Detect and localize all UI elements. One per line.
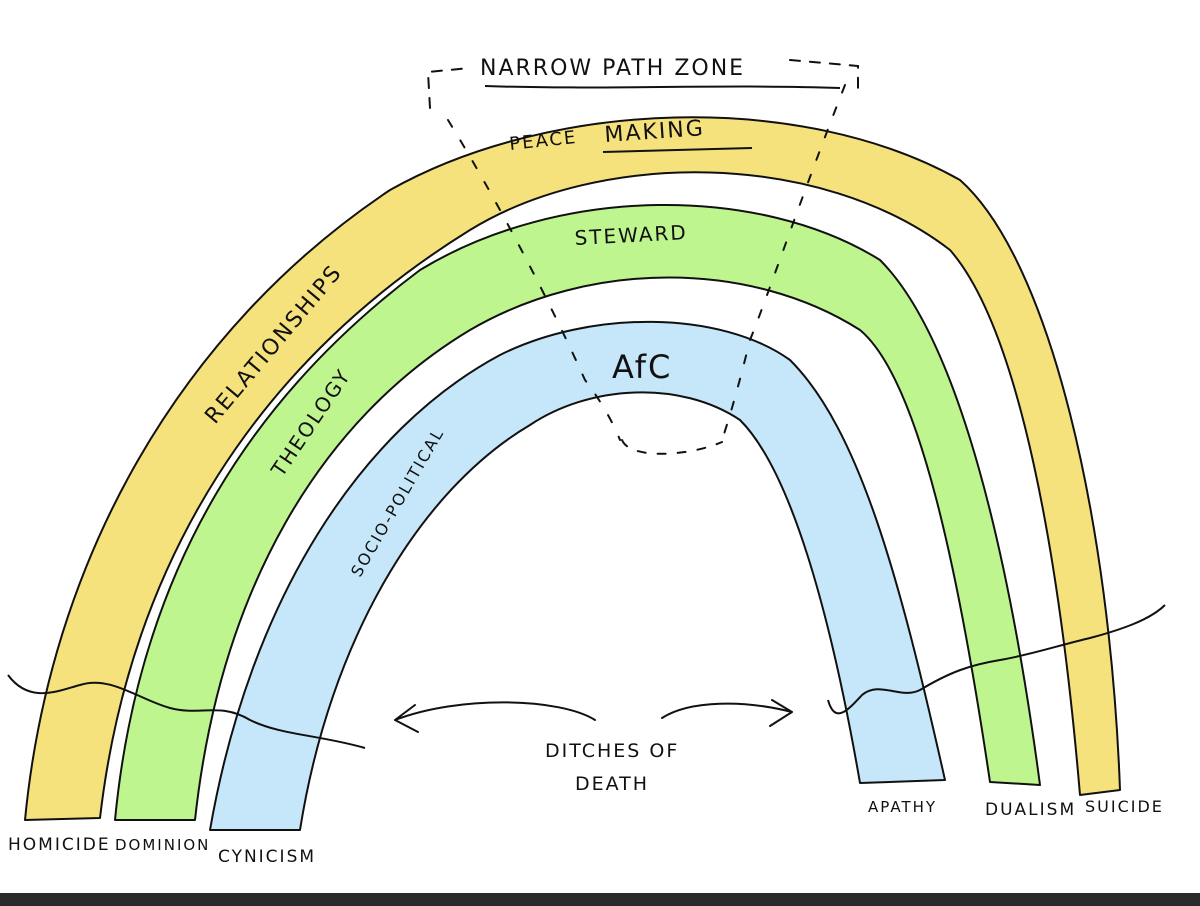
dominion-label: DOMINION: [115, 836, 210, 854]
suicide-label: SUICIDE: [1085, 797, 1164, 816]
inner-band: [209, 320, 946, 831]
dualism-label: DUALISM: [985, 800, 1076, 820]
making-underline: [602, 147, 753, 153]
title-underline: [484, 85, 841, 89]
right-arrow: [661, 699, 793, 727]
cynicism-label: CYNICISM: [218, 847, 316, 867]
outer-band: [24, 116, 1121, 821]
steward-label: STEWARD: [574, 220, 688, 250]
right-wave-line: [827, 604, 1166, 715]
left-arrow: [394, 701, 596, 733]
narrow-path-bracket: [426, 59, 859, 109]
narrow-path-left-boundary: [447, 119, 621, 441]
bottom-bar: [0, 893, 1200, 906]
left-wave-line: [7, 674, 366, 749]
narrow-path-zone-title: NARROW PATH ZONE: [480, 56, 745, 81]
narrow-path-bottom: [621, 439, 723, 455]
homicide-label: HOMICIDE: [8, 835, 111, 855]
apathy-label: APATHY: [868, 798, 937, 816]
ditches-label-line2: DEATH: [575, 773, 649, 795]
middle-band: [114, 203, 1041, 821]
narrow-path-right-boundary: [721, 84, 846, 441]
afc-label: AfC: [612, 348, 672, 386]
ditches-label-line1: DITCHES OF: [545, 740, 679, 762]
